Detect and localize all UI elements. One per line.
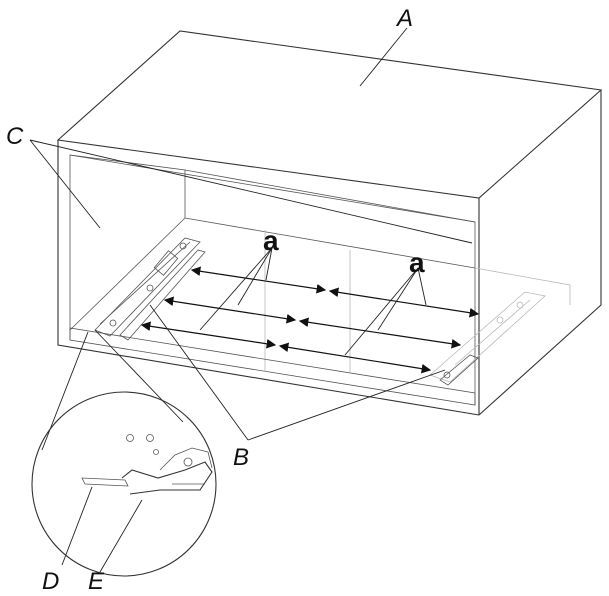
detail-hole-1 — [126, 434, 134, 442]
leader-lines — [29, 27, 473, 573]
leader-c-upper — [29, 139, 473, 244]
detail-hole-2 — [146, 434, 154, 442]
leader-a-right-2 — [344, 267, 419, 356]
right-drawer-rail — [429, 291, 546, 386]
leader-d — [61, 486, 93, 566]
leader-a-to-top — [359, 27, 408, 87]
leader-c-lower — [29, 139, 101, 229]
detail-tab — [81, 477, 129, 487]
inner-back-floor — [184, 217, 476, 269]
inner-left-floor — [69, 217, 186, 331]
left-rail-inner — [119, 249, 206, 341]
left-rail-hole-2 — [146, 284, 154, 292]
label-a-left: a — [263, 225, 279, 256]
labels: A C a a B D E — [6, 5, 425, 595]
detail-callout-left — [41, 331, 89, 451]
inner-back-top — [184, 169, 476, 223]
label-b: B — [233, 444, 249, 471]
left-rail-bracket — [153, 250, 179, 276]
leader-a-right-3 — [417, 267, 427, 306]
left-drawer-rail — [94, 237, 206, 341]
right-rail-front — [439, 354, 479, 386]
leader-a-left-3 — [265, 247, 273, 281]
leader-a-right-1 — [377, 267, 419, 331]
magnifier-circle — [31, 391, 217, 577]
detail-callout-right — [94, 329, 184, 423]
arrow-row3-left — [140, 321, 277, 349]
front-lip — [69, 327, 476, 405]
detail-rail-hole — [183, 457, 193, 467]
detail-magnifier — [31, 391, 217, 577]
label-d: D — [42, 568, 59, 595]
right-rail-hole-1 — [443, 371, 451, 379]
cabinet-opening — [69, 154, 571, 406]
arrow-row1-left — [190, 266, 327, 294]
arrow-row2-left — [163, 296, 297, 324]
label-a-cabinet: A — [395, 5, 413, 32]
right-rail-hole-2 — [496, 316, 504, 324]
right-rail-body — [429, 291, 546, 383]
measurement-arrows — [140, 266, 480, 374]
inner-right-floor — [474, 267, 571, 305]
detail-rail-end — [159, 447, 213, 471]
leader-b-right — [247, 369, 446, 441]
detail-bracket — [121, 461, 213, 495]
arrow-row3-right — [278, 342, 432, 374]
cabinet-front-bottom-edge — [57, 140, 480, 416]
right-rail-groove — [454, 299, 531, 366]
arrow-row2-right — [298, 317, 462, 349]
right-rail-hole-3 — [516, 301, 524, 309]
label-a-right: a — [409, 247, 425, 278]
detail-hole-3 — [153, 449, 159, 455]
arrow-row1-right — [328, 287, 480, 318]
left-rail-hole-3 — [109, 319, 117, 327]
cabinet-right-face-edge — [478, 90, 602, 416]
cabinet-top-face — [56, 30, 603, 199]
label-e: E — [88, 568, 105, 595]
left-rail-body — [94, 237, 201, 337]
leader-e — [99, 499, 143, 573]
leader-b-left — [149, 304, 249, 441]
left-rail-groove — [99, 241, 191, 325]
label-c: C — [6, 123, 24, 150]
left-rail-hole-1 — [179, 242, 187, 250]
leader-a-left-2 — [199, 247, 273, 331]
leader-a-left-1 — [237, 247, 273, 306]
cabinet-outline — [56, 30, 603, 416]
